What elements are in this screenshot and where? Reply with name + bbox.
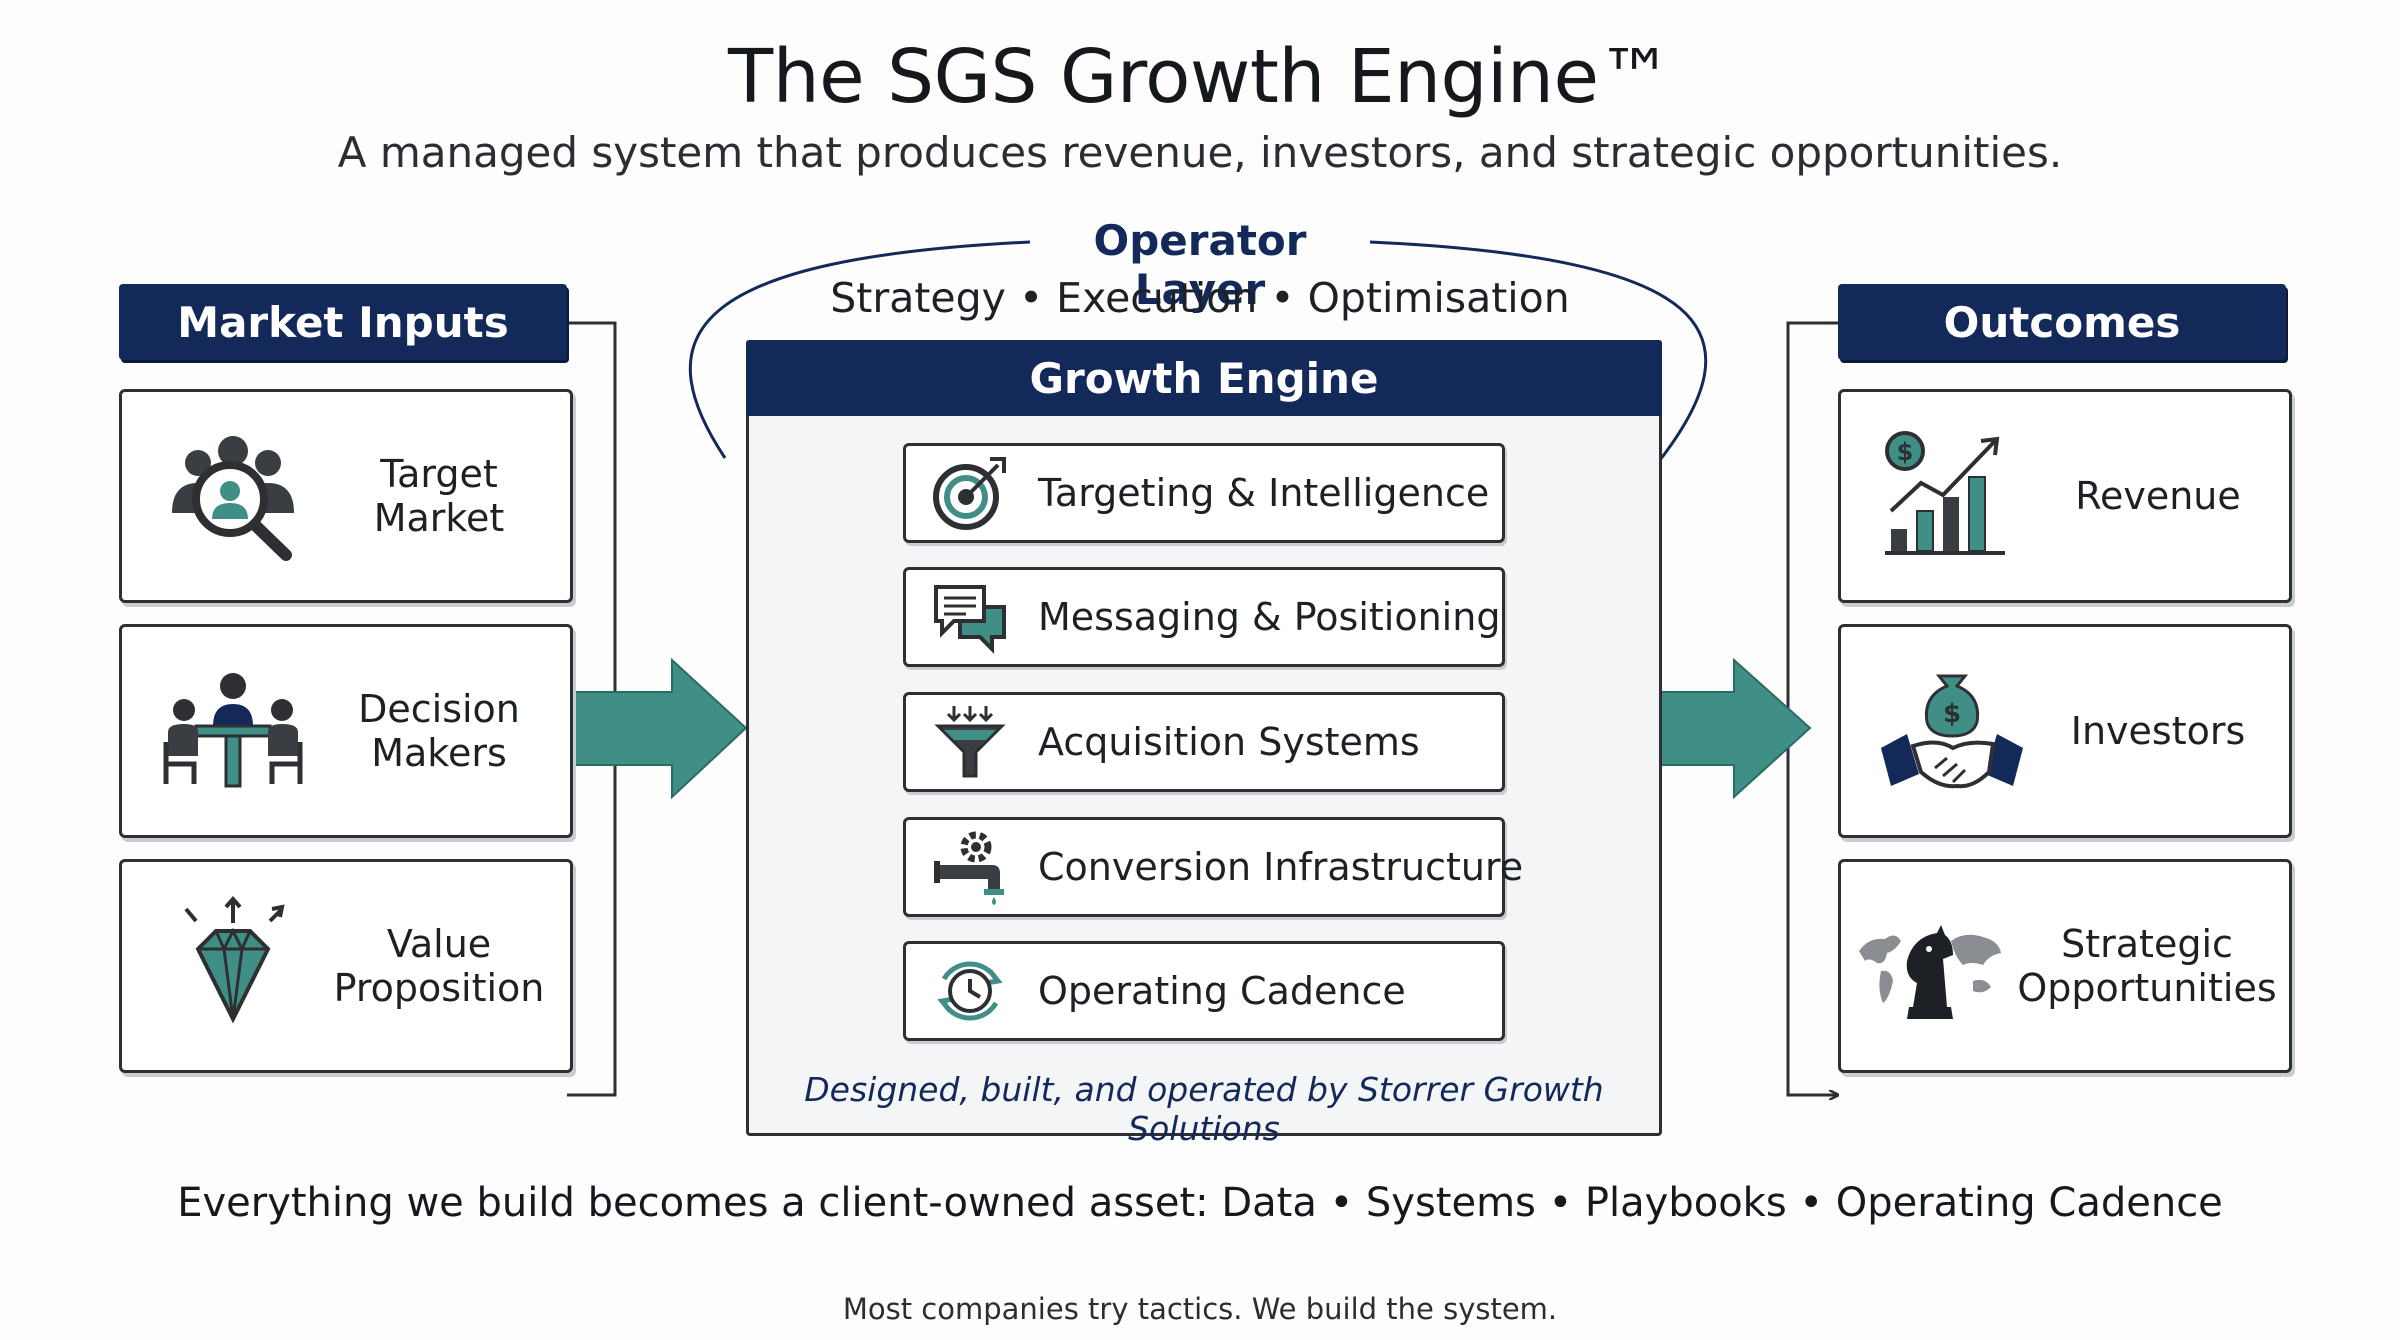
- market-inputs-heading: Market Inputs: [119, 284, 567, 360]
- engine-tagline: Designed, built, and operated by Storrer…: [804, 1070, 1604, 1148]
- input-label-decision-makers: Decision Makers: [358, 687, 520, 775]
- decision-makers-icon: [163, 673, 303, 788]
- chat-icon: [934, 585, 1006, 654]
- svg-text:$: $: [1897, 438, 1914, 466]
- step-messaging-positioning: Messaging & Positioning: [903, 567, 1505, 667]
- step-label: Operating Cadence: [1038, 969, 1406, 1013]
- outcomes-heading: Outcomes: [1838, 284, 2286, 360]
- handshake-icon: $: [1881, 674, 2023, 789]
- step-conversion-infrastructure: Conversion Infrastructure: [903, 817, 1523, 917]
- growth-engine-heading: Growth Engine: [746, 340, 1662, 416]
- input-card-value-proposition: Value Proposition: [119, 859, 573, 1073]
- outcome-card-revenue: $ Revenue: [1838, 389, 2292, 603]
- operator-layer-title: Operator Layer: [1040, 216, 1360, 314]
- step-label: Conversion Infrastructure: [1038, 845, 1524, 889]
- outcome-card-investors: $ Investors: [1838, 624, 2292, 838]
- step-label: Acquisition Systems: [1038, 720, 1420, 764]
- step-acquisition-systems: Acquisition Systems: [903, 692, 1505, 792]
- step-targeting-intelligence: Targeting & Intelligence: [903, 443, 1505, 543]
- step-label: Messaging & Positioning: [1038, 595, 1501, 639]
- target-market-icon: [172, 436, 294, 561]
- revenue-chart-icon: $: [1885, 431, 2005, 555]
- world-chess-icon: [1859, 925, 2001, 1019]
- input-card-decision-makers: Decision Makers: [119, 624, 573, 838]
- closing-note: Most companies try tactics. We build the…: [842, 1292, 1558, 1326]
- outcome-label-investors: Investors: [2070, 709, 2246, 753]
- page-title: The SGS Growth Engine™: [728, 34, 1672, 120]
- value-proposition-icon: [184, 895, 285, 1024]
- outcome-card-strategic-opportunities: Strategic Opportunities: [1838, 859, 2292, 1073]
- clock-cycle-icon: [937, 961, 1003, 1021]
- outcomes-arrow: [1657, 657, 1812, 800]
- target-icon: [933, 457, 1006, 530]
- inputs-arrow: [566, 657, 748, 800]
- step-operating-cadence: Operating Cadence: [903, 941, 1505, 1041]
- outcome-label-revenue: Revenue: [2075, 474, 2241, 518]
- outcomes-bracket: [1786, 321, 1838, 1095]
- operator-layer-subtitle: Strategy • Execution • Optimisation: [830, 274, 1570, 322]
- input-label-target-market: Target Market: [373, 452, 505, 540]
- step-label: Targeting & Intelligence: [1038, 471, 1490, 515]
- operator-layer-arc: [688, 240, 1708, 461]
- svg-text:$: $: [1943, 699, 1961, 729]
- input-label-value-proposition: Value Proposition: [333, 922, 545, 1010]
- asset-statement: Everything we build becomes a client-own…: [177, 1180, 2223, 1226]
- page-subtitle: A managed system that produces revenue, …: [337, 128, 2063, 177]
- funnel-icon: [934, 706, 1006, 778]
- outcome-label-strategic-opportunities: Strategic Opportunities: [2017, 922, 2277, 1010]
- input-card-target-market: Target Market: [119, 389, 573, 603]
- pipe-gear-icon: [934, 831, 1004, 905]
